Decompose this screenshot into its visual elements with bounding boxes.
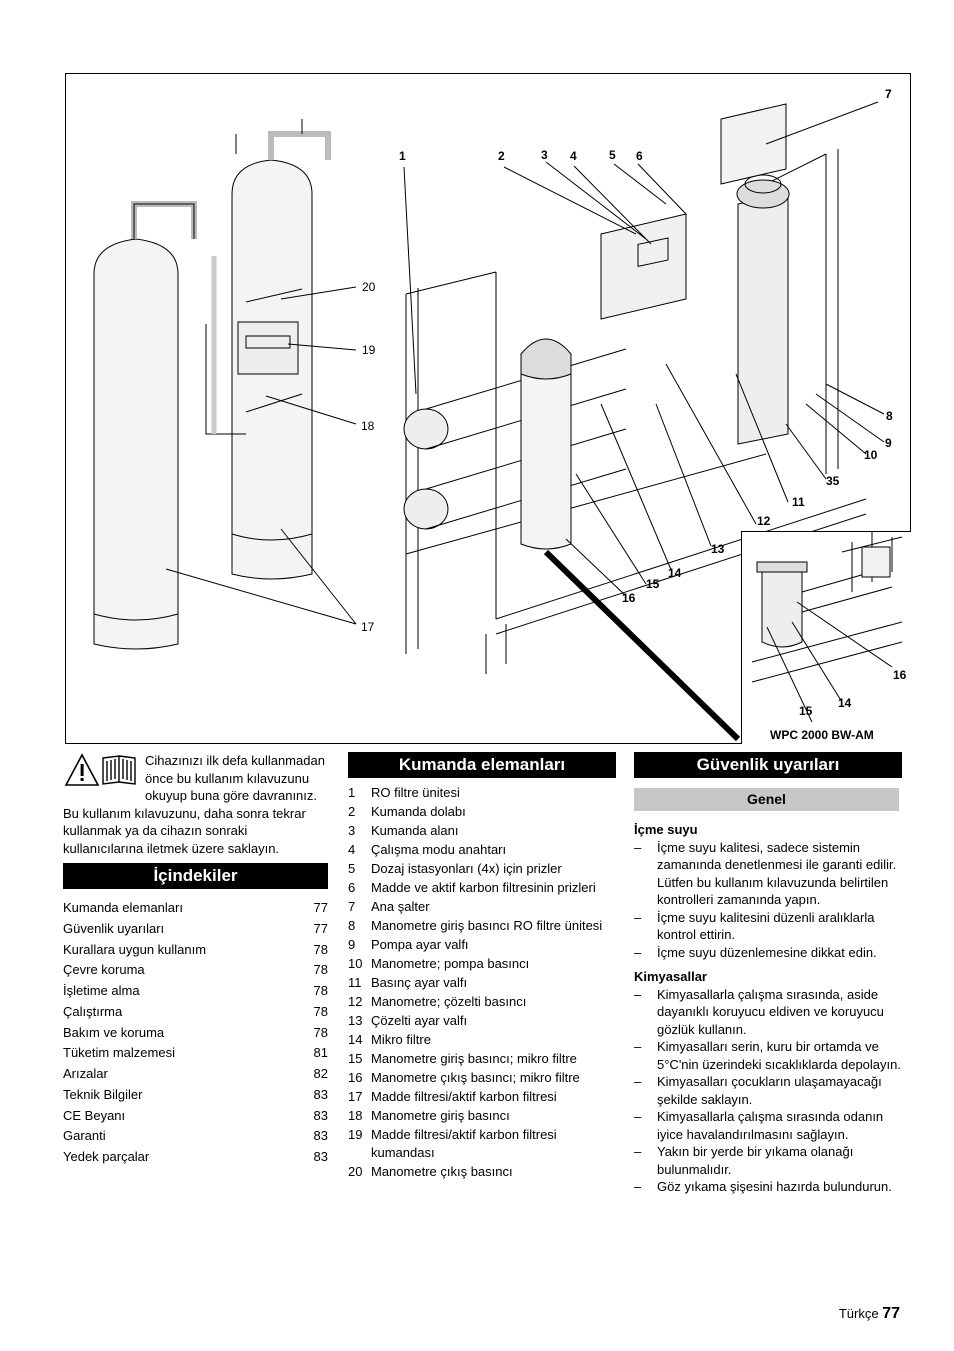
callout-17: 17 <box>361 620 375 634</box>
warning-triangle-icon <box>64 753 100 786</box>
list-item: –İçme suyu kalitesi, sadece sistemin zam… <box>634 839 897 908</box>
footer-language: Türkçe <box>838 1306 879 1321</box>
control-cabinet <box>600 213 687 320</box>
callout-8: 8 <box>886 409 893 423</box>
inset-callout-15: 15 <box>799 704 813 718</box>
manual-book-icon <box>102 755 136 785</box>
inset-callout-16: 16 <box>893 668 907 682</box>
callout-5: 5 <box>609 148 616 162</box>
list-item: –Kimyasalları çocukların ulaşamayacağı ş… <box>634 1074 882 1107</box>
safety-title: Güvenlik uyarıları <box>634 752 902 778</box>
section-heading-drinking-water: İçme suyu <box>634 822 698 837</box>
callout-13: 13 <box>711 542 725 556</box>
callout-35: 35 <box>826 474 840 488</box>
callout-15: 15 <box>646 577 660 591</box>
callout-11: 11 <box>792 495 805 509</box>
callout-10: 10 <box>864 448 878 462</box>
list-item: –Yakın bir yerde bir yıkama olanağı bulu… <box>634 1144 854 1177</box>
intro-block: Cihazınızı ilk defa kullanmadan önce bu … <box>63 752 328 857</box>
section-heading-chemicals: Kimyasallar <box>634 969 707 984</box>
list-item: –Kimyasallarla çalışma sırasında odanın … <box>634 1109 884 1142</box>
callout-18: 18 <box>361 419 375 433</box>
column-intro-toc: Cihazınızı ilk defa kullanmadan önce bu … <box>63 752 328 1168</box>
callout-6: 6 <box>636 149 643 163</box>
microfilter-vessel <box>520 338 572 550</box>
callout-20: 20 <box>362 280 376 294</box>
page-footer: Türkçe 77 <box>839 1305 900 1323</box>
intro-icons <box>63 752 141 788</box>
callout-9: 9 <box>885 436 892 450</box>
list-item: –Göz yıkama şişesini hazırda bulundurun. <box>634 1179 892 1194</box>
column-safety: Güvenlik uyarıları Genel İçme suyu –İçme… <box>634 752 902 1196</box>
inset-caption: WPC 2000 BW-AM <box>770 728 874 742</box>
filter-tank-left <box>93 238 179 650</box>
detail-inset: 16 14 15 WPC 2000 BW-AM <box>741 531 911 744</box>
inset-callout-14: 14 <box>838 696 852 710</box>
page-number: 77 <box>882 1305 900 1322</box>
callout-12: 12 <box>757 514 771 528</box>
list-item: –Kimyasallarla çalışma sırasında, aside … <box>634 986 884 1037</box>
system-figure: 1 2 3 4 5 6 7 8 9 10 11 12 13 14 15 16 1… <box>65 73 911 744</box>
callout-2: 2 <box>498 149 505 163</box>
safety-subtitle: Genel <box>634 788 899 811</box>
callout-4: 4 <box>570 149 577 163</box>
list-item: –Kimyasalları serin, kuru bir ortamda ve… <box>634 1039 901 1072</box>
controls-title: Kumanda elemanları <box>348 752 616 778</box>
inset-drawing <box>751 532 903 723</box>
callout-7: 7 <box>885 87 892 101</box>
callout-3: 3 <box>541 148 548 162</box>
callout-16: 16 <box>622 591 636 605</box>
intro-text: Cihazınızı ilk defa kullanmadan önce bu … <box>63 753 325 856</box>
callout-14: 14 <box>668 566 682 580</box>
callout-19: 19 <box>362 343 376 357</box>
callout-1: 1 <box>399 149 406 163</box>
pump <box>736 174 790 445</box>
list-item: –İçme suyu düzenlemesine dikkat edin. <box>634 944 877 960</box>
system-drawing <box>93 101 885 742</box>
list-item: –İçme suyu kalitesini düzenli aralıklarl… <box>634 909 875 943</box>
toc-title: İçindekiler <box>63 863 328 889</box>
